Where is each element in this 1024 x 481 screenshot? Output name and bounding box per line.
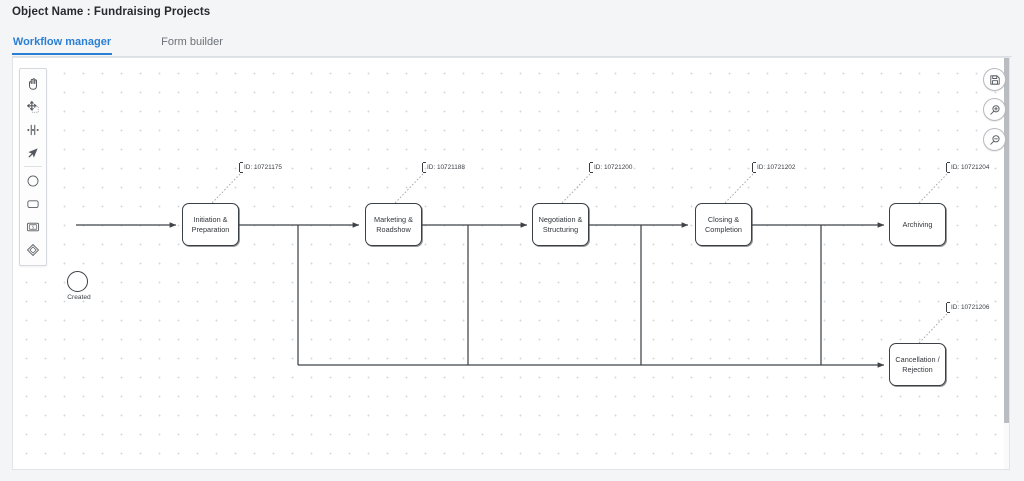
node-negotiation-structuring[interactable]: Negotiation &Structuring — [532, 203, 589, 246]
tab-form-builder[interactable]: Form builder — [161, 36, 223, 48]
node-closing-completion[interactable]: Closing &Completion — [695, 203, 752, 246]
diamond-shape-tool[interactable] — [20, 238, 46, 261]
align-tool[interactable] — [20, 118, 46, 141]
save-icon — [989, 74, 1000, 85]
rectangle-shape-tool[interactable] — [20, 192, 46, 215]
diamond-shape-icon — [26, 243, 40, 256]
svg-text:S: S — [32, 224, 35, 229]
circle-shape-tool[interactable] — [20, 169, 46, 192]
node-initiation-preparation[interactable]: Initiation &Preparation — [182, 203, 239, 246]
node-cancellation-rejection[interactable]: Cancellation /Rejection — [889, 343, 946, 386]
zoom-out-button[interactable] — [983, 128, 1006, 151]
node-archiving[interactable]: Archiving — [889, 203, 946, 246]
canvas-toolbar[interactable]: S — [19, 68, 47, 266]
rounded-rect-shape-icon — [27, 199, 39, 208]
move-select-icon — [27, 100, 39, 113]
scrollbar-thumb[interactable] — [1004, 58, 1009, 423]
workflow-canvas[interactable]: Created Initiation &Preparation Marketin… — [12, 57, 1010, 470]
state-node-icon: S — [26, 222, 40, 231]
zoom-in-button[interactable] — [983, 98, 1006, 121]
node-label: Marketing &Roadshow — [374, 214, 413, 234]
zoom-out-icon — [989, 134, 1000, 145]
edge-layer — [76, 173, 948, 368]
toolbar-divider — [24, 166, 42, 167]
node-label: Archiving — [902, 219, 933, 229]
tab-bar: Workflow manager Form builder — [12, 30, 1012, 57]
start-node-created[interactable] — [67, 271, 88, 292]
node-label: Cancellation /Rejection — [895, 354, 940, 374]
pan-tool[interactable] — [20, 72, 46, 95]
node-id-tag[interactable]: ID: 10721206 — [946, 302, 989, 313]
node-id-tag[interactable]: ID: 10721200 — [589, 162, 632, 173]
move-tool[interactable] — [20, 95, 46, 118]
canvas-vertical-scrollbar[interactable] — [1004, 58, 1009, 469]
node-id-tag[interactable]: ID: 10721204 — [946, 162, 989, 173]
node-id-tag[interactable]: ID: 10721188 — [422, 162, 465, 173]
zoom-in-icon — [989, 104, 1000, 115]
arrow-pointer-icon — [28, 147, 38, 158]
start-node-label: Created — [67, 294, 91, 301]
node-label: Negotiation &Structuring — [538, 214, 583, 234]
hand-pan-icon — [29, 77, 37, 90]
save-button[interactable] — [983, 68, 1006, 91]
align-icon — [27, 124, 39, 135]
canvas-action-buttons[interactable] — [983, 68, 1006, 158]
node-label: Initiation &Preparation — [191, 214, 230, 234]
node-id-tag[interactable]: ID: 10721202 — [752, 162, 795, 173]
circle-shape-icon — [27, 175, 39, 186]
page-title: Object Name : Fundraising Projects — [12, 6, 211, 18]
node-marketing-roadshow[interactable]: Marketing &Roadshow — [365, 203, 422, 246]
tab-workflow-manager[interactable]: Workflow manager — [12, 30, 112, 55]
node-label: Closing &Completion — [705, 214, 742, 234]
pointer-tool[interactable] — [20, 141, 46, 164]
state-node-tool[interactable]: S — [20, 215, 46, 238]
node-id-tag[interactable]: ID: 10721175 — [239, 162, 282, 173]
